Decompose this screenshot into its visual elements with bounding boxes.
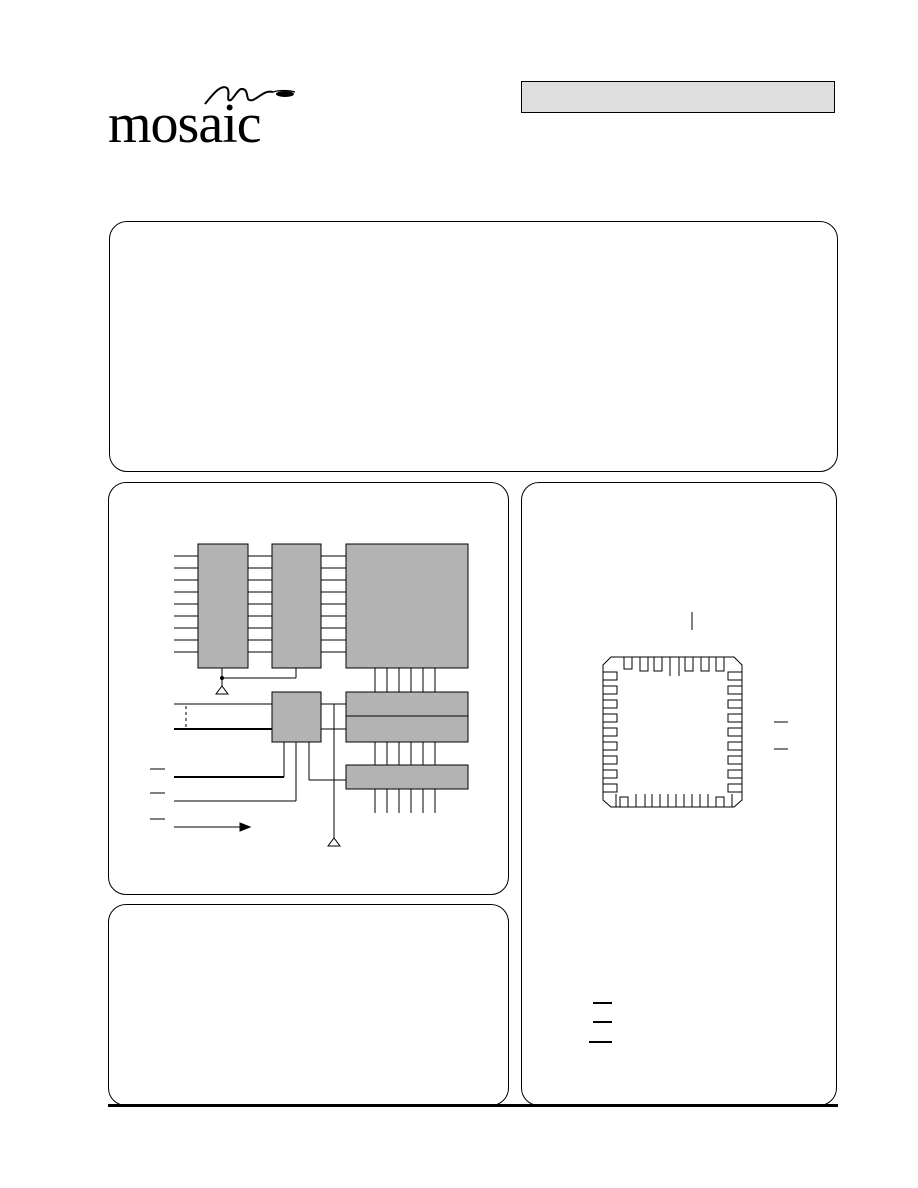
description-panel bbox=[108, 904, 509, 1106]
logo-text: mosaic bbox=[108, 93, 262, 155]
block-diagram-panel bbox=[108, 482, 509, 895]
features-panel bbox=[109, 221, 838, 472]
mosaic-logo: mosaic bbox=[108, 80, 333, 155]
pin-configuration-panel bbox=[521, 482, 837, 1106]
title-box bbox=[521, 81, 835, 113]
logo-swash-icon bbox=[204, 86, 296, 105]
footer-rule bbox=[108, 1104, 838, 1107]
